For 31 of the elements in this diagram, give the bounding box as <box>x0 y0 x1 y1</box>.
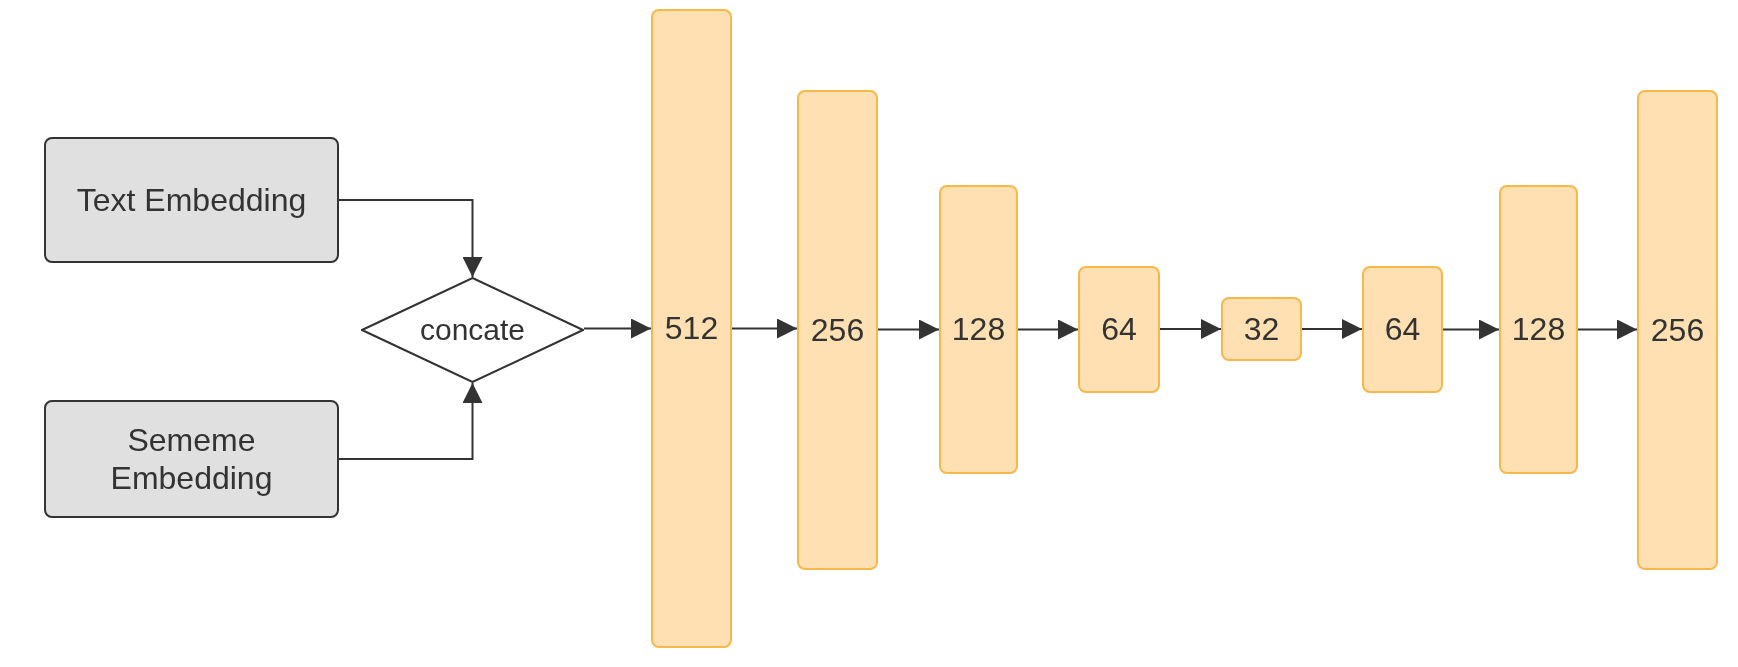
arrow <box>877 319 940 340</box>
node-label: 256 <box>810 310 865 350</box>
node-label: 64 <box>1384 310 1421 349</box>
node-label: 128 <box>1511 310 1566 349</box>
layer-box <box>1362 266 1443 393</box>
node-label: 512 <box>664 309 719 348</box>
node-label: 32 <box>1243 309 1280 349</box>
arrow <box>1017 319 1079 340</box>
node-label: Text Embedding <box>76 180 307 220</box>
input-box <box>44 400 339 518</box>
layer-box <box>1221 297 1302 361</box>
node-label: Sememe Embedding <box>109 420 274 498</box>
node-label: concate <box>419 312 526 348</box>
layer-box <box>939 185 1018 474</box>
node-label: 256 <box>1650 310 1705 350</box>
arrow <box>338 199 483 278</box>
layer-box <box>1637 90 1718 570</box>
arrow <box>1159 319 1222 339</box>
arrow <box>1442 319 1500 340</box>
arrow <box>583 318 652 339</box>
layer-box <box>1499 185 1578 474</box>
arrow <box>1577 319 1638 340</box>
input-box <box>44 137 339 263</box>
layer-box <box>1078 266 1160 393</box>
layer-box <box>651 9 732 648</box>
node-label: 64 <box>1101 310 1137 349</box>
arrow <box>731 318 798 339</box>
layer-box <box>797 90 878 570</box>
arrow <box>1301 319 1363 339</box>
node-label: 128 <box>951 310 1006 349</box>
arrow <box>338 382 483 460</box>
